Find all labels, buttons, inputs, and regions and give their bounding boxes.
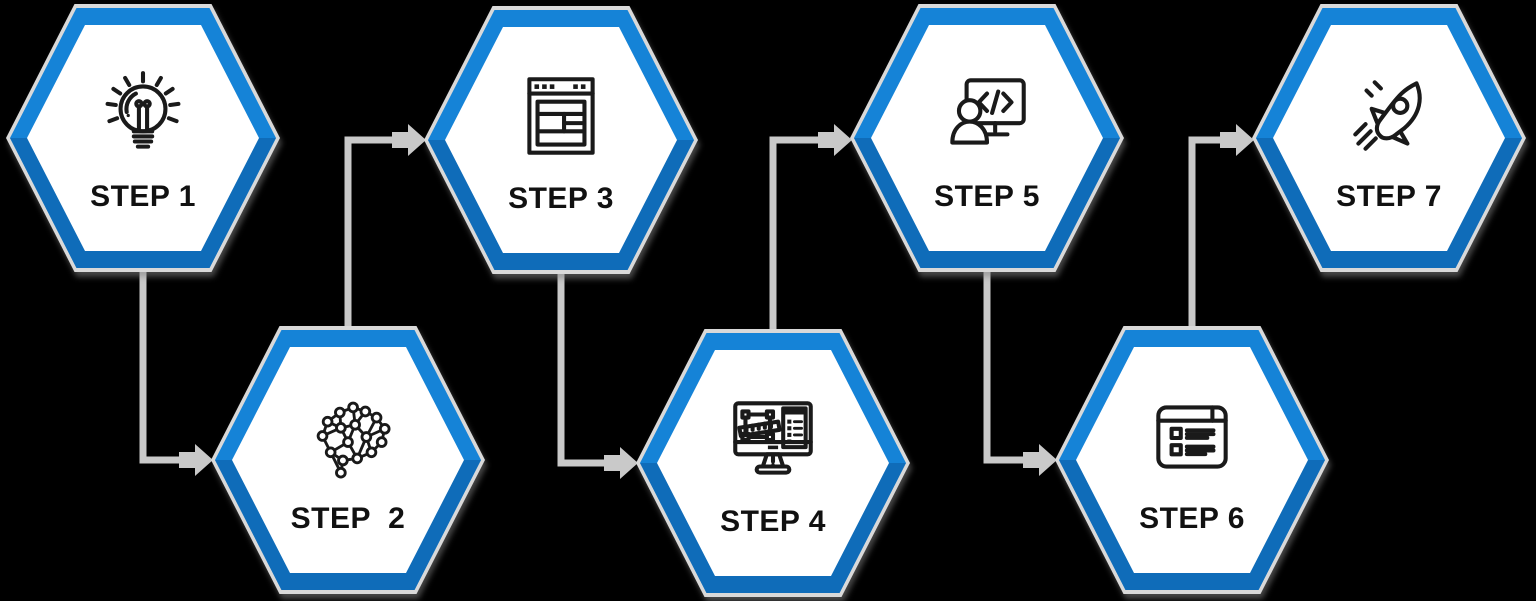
arrow-icon (604, 447, 638, 479)
arrow-icon (1220, 124, 1254, 156)
step-6-hexagon: STEP 6 (1055, 326, 1329, 594)
step-1-hexagon: STEP 1 (6, 4, 280, 272)
arrow-icon (1023, 444, 1057, 476)
arrow-icon (818, 124, 852, 156)
rocket-launch-icon (1353, 80, 1422, 151)
step-3-hexagon: STEP 3 (424, 6, 698, 274)
hexagon-face: STEP 1 (27, 25, 259, 251)
step-5-label: STEP 5 (934, 180, 1040, 213)
step-7-label: STEP 7 (1336, 180, 1442, 213)
step-7-hexagon: STEP 7 (1252, 4, 1526, 272)
design-monitor-icon (733, 401, 813, 475)
step-3-label: STEP 3 (508, 182, 614, 215)
step-1-label: STEP 1 (90, 180, 196, 213)
developer-coding-icon (950, 78, 1026, 145)
step-2-label: STEP 2 (290, 502, 406, 535)
arrow-icon (179, 444, 213, 476)
step-4-hexagon: STEP 4 (636, 329, 910, 597)
browser-checklist-icon (1156, 405, 1228, 469)
wireframe-window-icon (527, 77, 595, 155)
lightbulb-idea-icon (105, 71, 181, 149)
hexagon-face: STEP 4 (657, 350, 889, 576)
step-4-label: STEP 4 (720, 505, 826, 538)
neural-network-brain-icon (316, 401, 391, 479)
step-6-label: STEP 6 (1139, 502, 1245, 535)
step-5-hexagon: STEP 5 (850, 4, 1124, 272)
arrow-icon (392, 124, 426, 156)
step-2-hexagon: STEP 2 (211, 326, 485, 594)
